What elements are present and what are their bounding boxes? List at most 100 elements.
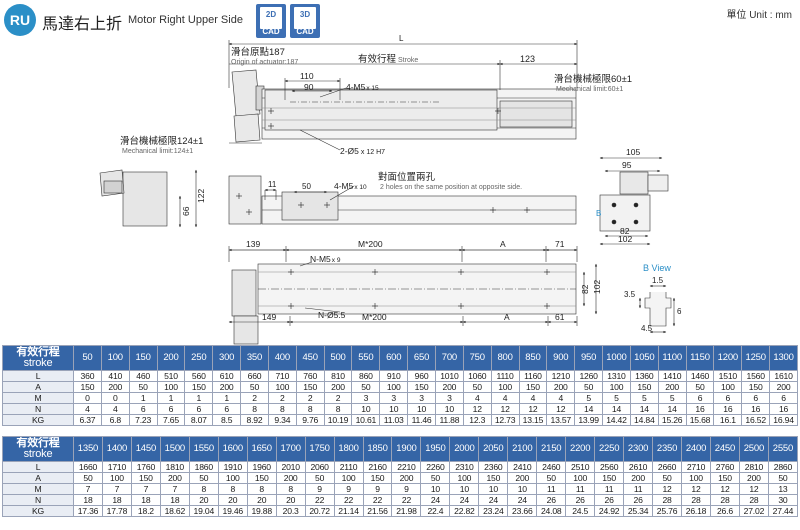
table-cell: 150 <box>184 381 214 393</box>
stroke-header-cell: 250 <box>184 345 214 371</box>
cad-3d-button[interactable]: 3D CAD <box>290 4 320 38</box>
stroke-header-cell: 1800 <box>333 436 364 462</box>
table-cell: 14 <box>657 403 687 415</box>
table-cell: 22.82 <box>449 505 480 517</box>
table-cell: 22 <box>391 494 422 506</box>
table-cell: 100 <box>267 381 297 393</box>
table-cell: 100 <box>156 381 186 393</box>
table-cell: 20.3 <box>275 505 306 517</box>
table-cell: 50 <box>574 381 604 393</box>
table-cell: 18 <box>73 494 103 506</box>
stroke-header-cell: 2300 <box>623 436 654 462</box>
table-cell: 100 <box>565 472 596 484</box>
label-dim-149: 149 <box>262 312 276 322</box>
table-cell: 1510 <box>713 370 743 382</box>
table-cell: 22 <box>362 494 393 506</box>
table-cell: 7 <box>73 483 103 495</box>
table-cell: 8 <box>295 403 325 415</box>
stroke-header-cell: 100 <box>100 345 130 371</box>
table-cell: 8 <box>240 403 269 415</box>
label-dim-a-bot: A <box>504 312 510 322</box>
table-cell: 50 <box>652 472 683 484</box>
table-cell: 8 <box>275 483 306 495</box>
front-view-motor <box>99 169 168 227</box>
table-cell: 30 <box>767 494 799 506</box>
label-dim-123: 123 <box>520 54 535 64</box>
model-badge: RU <box>4 4 36 36</box>
stroke-header-cell: 1350 <box>73 436 103 462</box>
table-cell: 1010 <box>434 370 464 382</box>
table-cell: 2 <box>267 392 297 404</box>
table-cell: 26.18 <box>681 505 711 517</box>
table-cell: 4 <box>546 392 576 404</box>
table-cell: 6 <box>128 403 158 415</box>
table-cell: 9.34 <box>267 414 297 426</box>
stroke-header-cell: 400 <box>267 345 297 371</box>
table-cell: 28 <box>681 494 711 506</box>
table-cell: 1 <box>184 392 214 404</box>
table-cell: 200 <box>391 472 422 484</box>
table-cell: 12 <box>490 403 520 415</box>
table-cell: 2460 <box>536 461 567 473</box>
stroke-header-cell: 2350 <box>652 436 683 462</box>
table-cell: 24.08 <box>536 505 567 517</box>
label-mech-right-cn: 滑台機械極限60±1 <box>554 73 632 85</box>
stroke-header-cell: 2100 <box>507 436 538 462</box>
label-b-marker: B <box>596 209 601 218</box>
label-dim-122: 122 <box>196 189 206 203</box>
table-cell: 24.92 <box>594 505 625 517</box>
stroke-header-cell: 2150 <box>536 436 567 462</box>
stroke-header-cell: 1400 <box>101 436 132 462</box>
stroke-header-cell: 150 <box>128 345 158 371</box>
table-cell: 7 <box>159 483 190 495</box>
label-hole-m5-10: 4-M5x 10 <box>334 181 367 191</box>
table-cell: 50 <box>462 381 492 393</box>
stroke-header-cell: 1200 <box>713 345 743 371</box>
stroke-header-cell: 1750 <box>304 436 335 462</box>
table-cell: 12 <box>652 483 683 495</box>
side-view-carriage <box>264 89 498 131</box>
table-cell: 1360 <box>629 370 659 382</box>
label-mech-left-en: Mechanical limit:124±1 <box>122 148 193 155</box>
table-cell: 100 <box>217 472 248 484</box>
table-cell: 10 <box>407 403 436 415</box>
table-cell: 10 <box>478 483 509 495</box>
table-cell: 100 <box>713 381 743 393</box>
table-cell: 12 <box>709 483 740 495</box>
table-cell: 50 <box>351 381 381 393</box>
table-cell: 1960 <box>246 461 277 473</box>
table-cell: 25.34 <box>623 505 654 517</box>
stroke-header-cell: 500 <box>323 345 353 371</box>
table-cell: 2060 <box>304 461 335 473</box>
label-bview-35: 3.5 <box>624 290 636 299</box>
table-cell: 1260 <box>574 370 604 382</box>
row-label: L <box>2 370 74 382</box>
table-cell: 16.1 <box>713 414 743 426</box>
table-cell: 13.57 <box>546 414 576 426</box>
table-cell: 200 <box>546 381 576 393</box>
table-cell: 710 <box>267 370 297 382</box>
table-cell: 2660 <box>652 461 683 473</box>
table-cell: 19.04 <box>188 505 219 517</box>
table-cell: 50 <box>188 472 219 484</box>
row-label: KG <box>2 414 74 426</box>
row-label: N <box>2 403 74 415</box>
table-cell: 2410 <box>507 461 538 473</box>
stroke-header-cell: 650 <box>407 345 436 371</box>
table-cell: 1560 <box>741 370 771 382</box>
table-cell: 22 <box>333 494 364 506</box>
table-cell: 27.44 <box>767 505 799 517</box>
cad-2d-button[interactable]: 2D CAD <box>256 4 286 38</box>
label-dim-a-top: A <box>500 239 506 249</box>
stroke-header-cell: 2450 <box>709 436 740 462</box>
row-label: M <box>2 483 74 495</box>
table-cell: 1660 <box>73 461 103 473</box>
table-cell: 2 <box>323 392 353 404</box>
